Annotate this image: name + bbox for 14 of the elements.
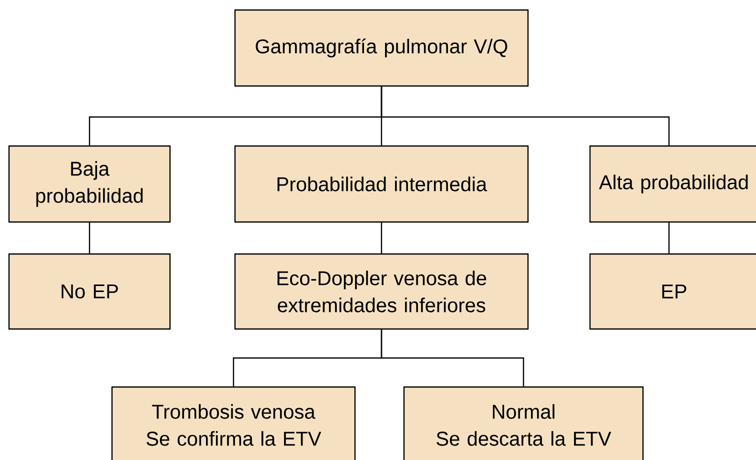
process-box: EP (589, 253, 756, 330)
connector-line (88, 222, 90, 254)
connector-line (380, 86, 670, 146)
process-box: Eco-Doppler venosa de extremidades inferiores (234, 253, 529, 330)
connector-line (668, 222, 670, 254)
process-box: Probabilidad intermedia (234, 145, 529, 223)
process-box: Alta probabilidad (589, 145, 756, 223)
process-box: Baja probabilidad (8, 145, 171, 223)
process-box: No EP (8, 253, 171, 330)
process-box: Trombosis venosa Se confirma la ETV (111, 386, 356, 460)
process-box: Gammagrafía pulmonar V/Q (234, 9, 529, 87)
connector-line (380, 222, 382, 254)
connector-line (380, 330, 524, 386)
process-box: Normal Se descarta la ETV (403, 386, 644, 460)
